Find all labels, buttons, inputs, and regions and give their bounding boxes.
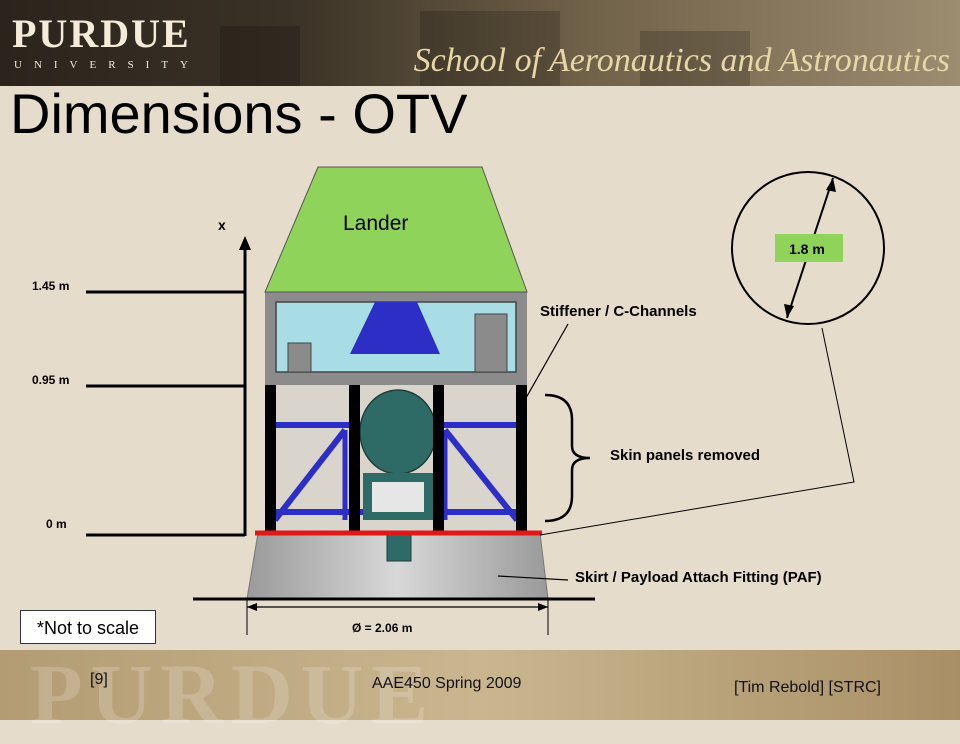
frame-strut <box>272 428 348 522</box>
dimension-arrow <box>784 304 794 318</box>
authors-label: [Tim Rebold] [STRC] <box>734 679 881 696</box>
frame-strut <box>442 428 520 522</box>
dimension-arrow <box>826 178 836 192</box>
level-label-1-45: 1.45 m <box>32 279 69 293</box>
university-label: UNIVERSITY <box>14 59 200 71</box>
school-name: School of Aeronautics and Astronautics <box>413 42 950 79</box>
lander-top-view <box>731 171 885 325</box>
building-silhouette <box>640 31 750 86</box>
propellant-tank <box>359 389 437 475</box>
c-channel-left <box>265 385 276 533</box>
diameter-tag <box>775 234 843 262</box>
lander-label: Lander <box>343 212 408 235</box>
lander <box>264 166 528 293</box>
otv-diagram: Lander x 1.45 m 0.95 m 0 m Ø = 2.06 m 1.… <box>32 166 885 635</box>
not-to-scale-note: *Not to scale <box>20 610 156 644</box>
skirt-label: Skirt / Payload Attach Fitting (PAF) <box>575 569 822 586</box>
stiffener-label: Stiffener / C-Channels <box>540 303 697 320</box>
page-number: [9] <box>90 671 108 688</box>
skin-panels-label: Skin panels removed <box>610 447 760 464</box>
skirt-leader <box>497 575 569 581</box>
c-channel <box>349 385 360 533</box>
footer-banner: PURDUE [9] AAE450 Spring 2009 [Tim Rebol… <box>0 646 960 742</box>
header-banner: PURDUE UNIVERSITY School of Aeronautics … <box>0 0 960 86</box>
skin-bracket <box>544 393 591 523</box>
stiffener-leader <box>517 323 569 413</box>
x-axis-arrow <box>239 236 251 250</box>
dimension-arrow <box>247 603 257 611</box>
purdue-logo: PURDUE <box>12 11 191 56</box>
course-label: AAE450 Spring 2009 <box>372 675 522 692</box>
slide-title: Dimensions - OTV <box>10 82 468 145</box>
c-channel <box>433 385 444 533</box>
diameter-tag-label: 1.8 m <box>789 241 825 257</box>
paf-adapter <box>386 532 412 562</box>
base-diameter-label: Ø = 2.06 m <box>352 621 412 635</box>
c-channel-right <box>516 385 527 533</box>
level-label-0: 0 m <box>46 517 67 531</box>
x-axis-label: x <box>218 217 226 233</box>
footer-watermark: PURDUE <box>30 646 437 742</box>
avionics-box-left <box>287 342 312 373</box>
dimension-arrow <box>538 603 548 611</box>
avionics-box-right <box>474 313 508 373</box>
payload-box-inner <box>372 482 424 512</box>
engine-nozzle <box>350 302 440 354</box>
level-label-0-95: 0.95 m <box>32 373 69 387</box>
top-view-leader <box>539 327 855 536</box>
building-silhouette <box>220 26 300 86</box>
building-silhouette <box>420 11 560 86</box>
